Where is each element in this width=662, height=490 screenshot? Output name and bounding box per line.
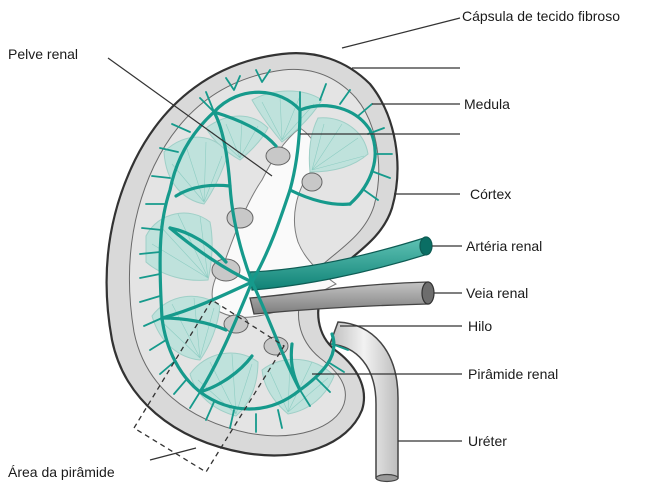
- renal-vein-opening: [422, 282, 434, 304]
- label-pelve: Pelve renal: [8, 46, 78, 62]
- label-arteria: Artéria renal: [466, 238, 542, 254]
- label-ureter: Uréter: [468, 433, 507, 449]
- label-veia: Veia renal: [466, 285, 528, 301]
- leader-capsula: [342, 18, 460, 48]
- label-capsula: Cápsula de tecido fibroso: [462, 8, 620, 24]
- renal-artery-opening: [420, 237, 432, 255]
- label-hilo: Hilo: [468, 318, 492, 334]
- label-medula: Medula: [464, 96, 510, 112]
- label-piramide: Pirâmide renal: [468, 366, 558, 382]
- label-cortex: Córtex: [470, 186, 511, 202]
- ureter-opening: [376, 475, 398, 482]
- label-area: Área da pirâmide: [8, 464, 115, 480]
- leader-area: [150, 448, 196, 460]
